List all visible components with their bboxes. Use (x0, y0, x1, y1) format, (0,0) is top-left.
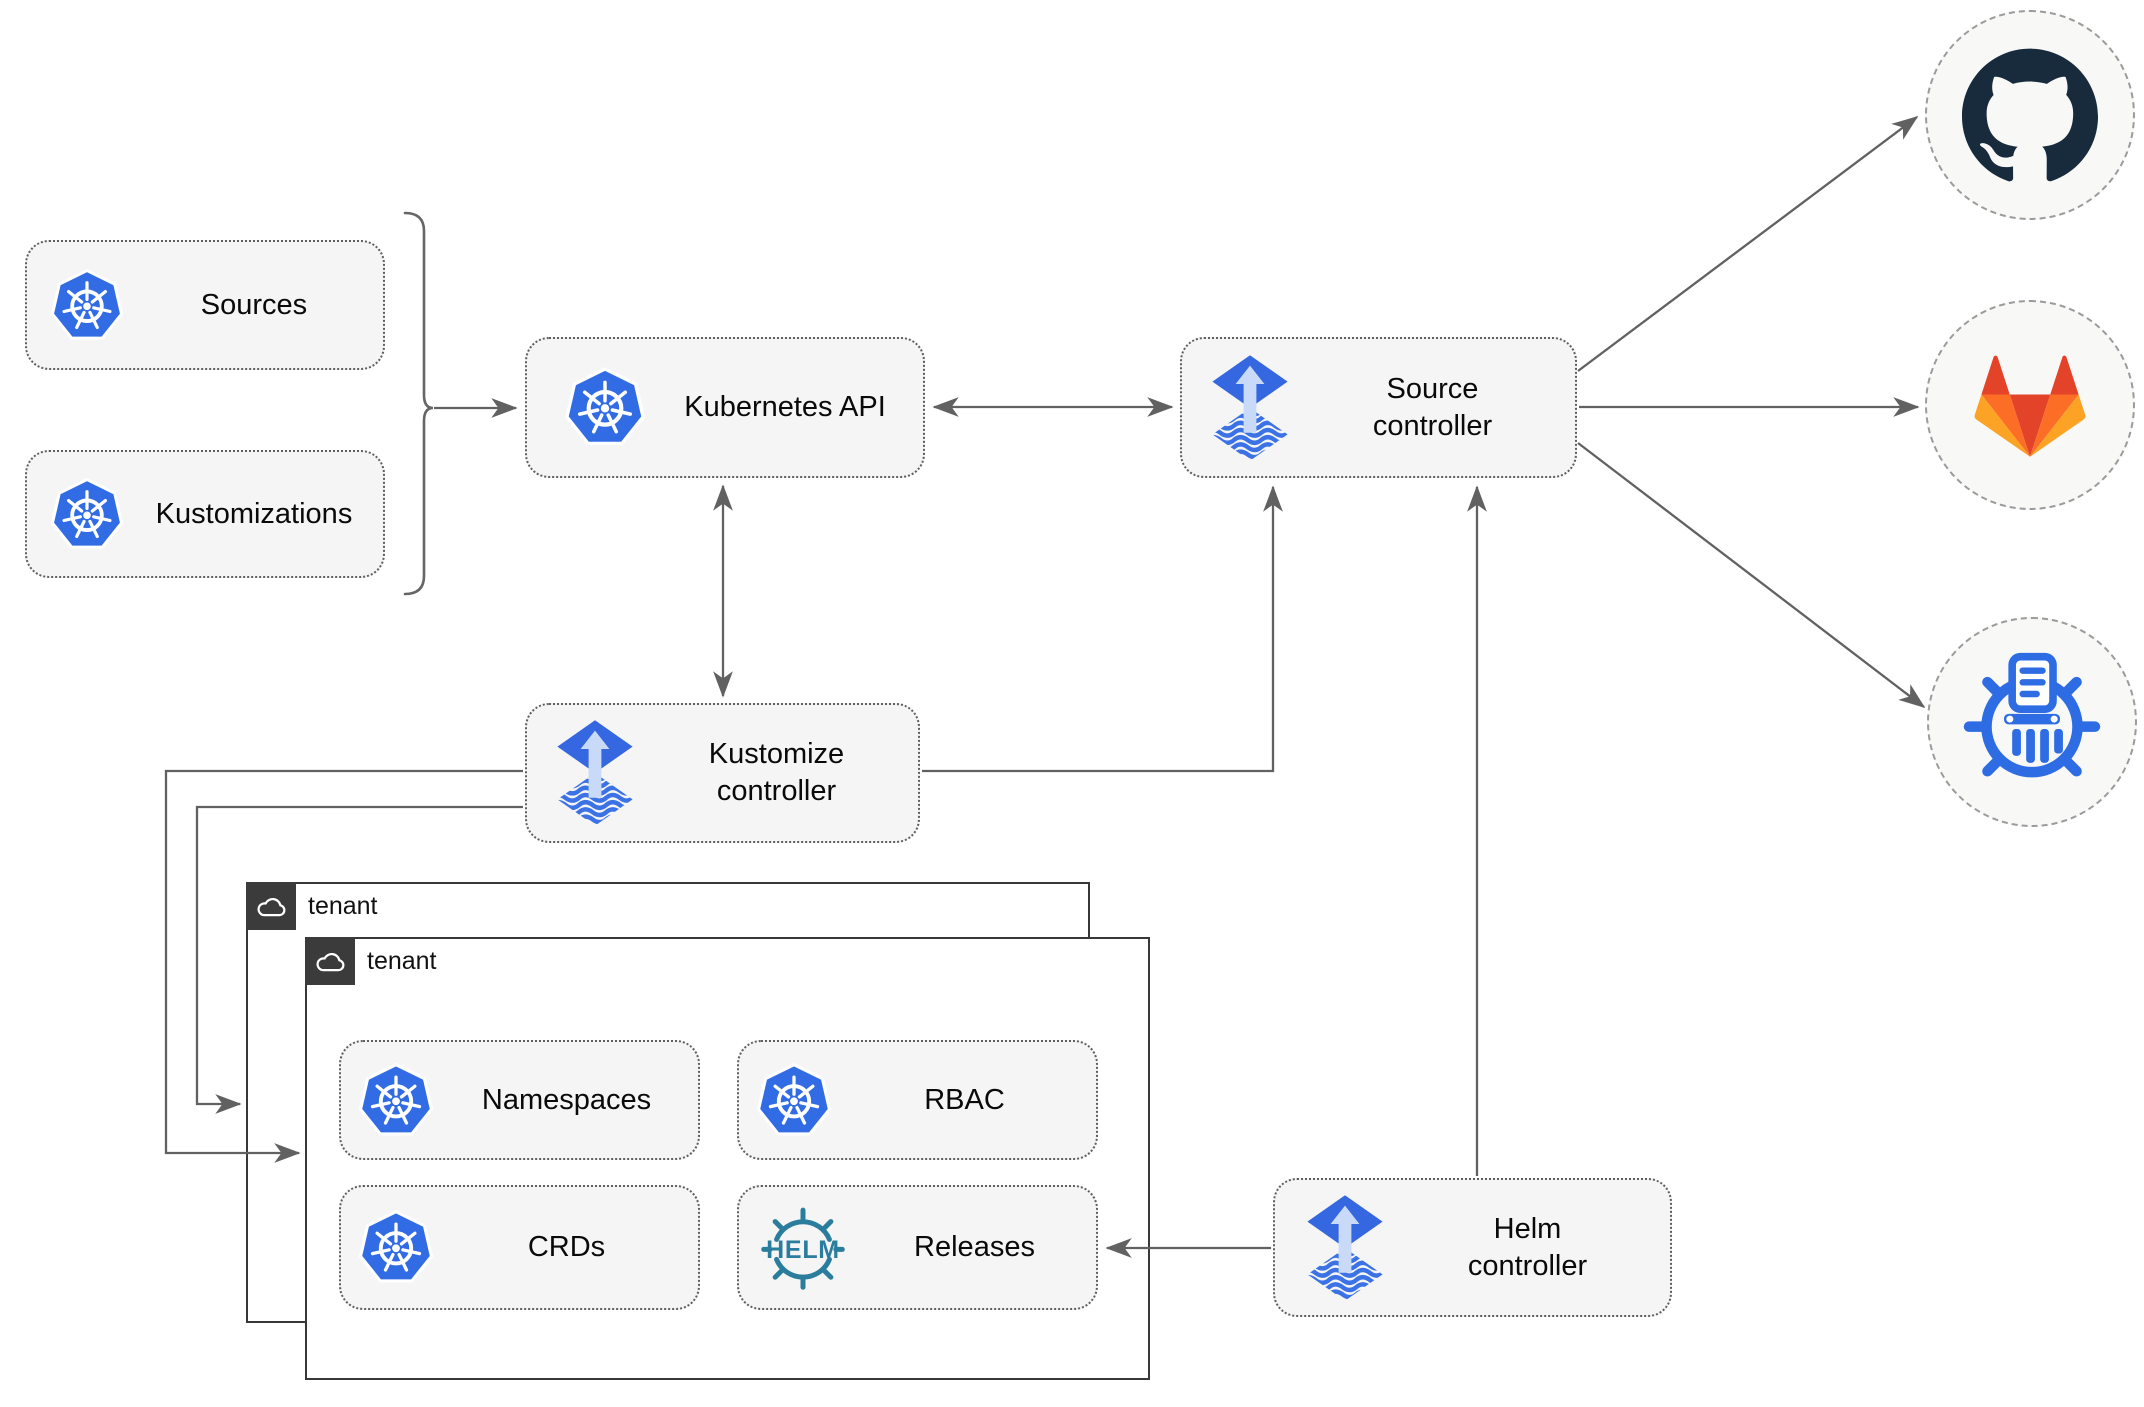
kubernetes-icon (755, 1060, 833, 1141)
kustomizations-label: Kustomizations (155, 497, 353, 530)
tenant-tab-back (245, 881, 296, 930)
edge-source-to-github (1577, 116, 1919, 372)
namespaces-node: Namespaces (339, 1040, 700, 1160)
cloud-icon (314, 948, 346, 974)
releases-label: Releases (914, 1231, 1035, 1263)
namespaces-label: Namespaces (481, 1083, 652, 1116)
helm-icon: HELM (761, 1207, 845, 1290)
crds-label: CRDs (527, 1231, 606, 1263)
kubernetes-icon (357, 1207, 435, 1288)
source-controller-node: Source controller (1180, 337, 1577, 478)
crds-node: CRDs (339, 1185, 700, 1310)
kubernetes-icon (357, 1060, 435, 1141)
tenant-tab-front (304, 936, 355, 985)
kubernetes-api-node: Kubernetes API (525, 337, 925, 478)
kubernetes-icon (563, 364, 647, 451)
releases-node: HELM Releases (737, 1185, 1098, 1310)
cloud-icon (255, 893, 287, 919)
flux-icon (1305, 1195, 1385, 1301)
kustomize-controller-node: Kustomize controller (525, 703, 920, 843)
kustomizations-node: Kustomizations (25, 450, 385, 578)
flux-icon (555, 720, 635, 826)
grouping-brace (403, 211, 434, 596)
kubernetes-icon (49, 475, 125, 554)
kubernetes-api-label: Kubernetes API (684, 391, 886, 423)
rbac-node: RBAC (737, 1040, 1098, 1160)
sources-node: Sources (25, 240, 385, 370)
source-controller-label: Source controller (1372, 372, 1493, 442)
sources-label: Sources (200, 288, 308, 321)
tenant-label-back: tenant (308, 891, 378, 920)
chart-repository-node (1927, 617, 2137, 827)
github-icon (1962, 48, 2098, 182)
edge-source-to-chart-repository (1577, 442, 1926, 708)
chartmuseum-icon (1963, 652, 2101, 778)
kustomize-controller-label: Kustomize controller (708, 738, 845, 807)
flux-icon (1210, 355, 1290, 461)
helm-controller-node: Helm controller (1273, 1178, 1672, 1317)
kubernetes-icon (49, 266, 125, 345)
gitlab-node (1925, 300, 2135, 510)
gitlab-icon (1974, 355, 2086, 457)
edge-kustomize-to-source (922, 485, 1283, 773)
github-node (1925, 10, 2135, 220)
helm-controller-label: Helm controller (1467, 1212, 1588, 1282)
helm-wordmark: HELM (766, 1236, 840, 1264)
rbac-label: RBAC (924, 1083, 1005, 1116)
tenant-label-front: tenant (367, 946, 437, 975)
